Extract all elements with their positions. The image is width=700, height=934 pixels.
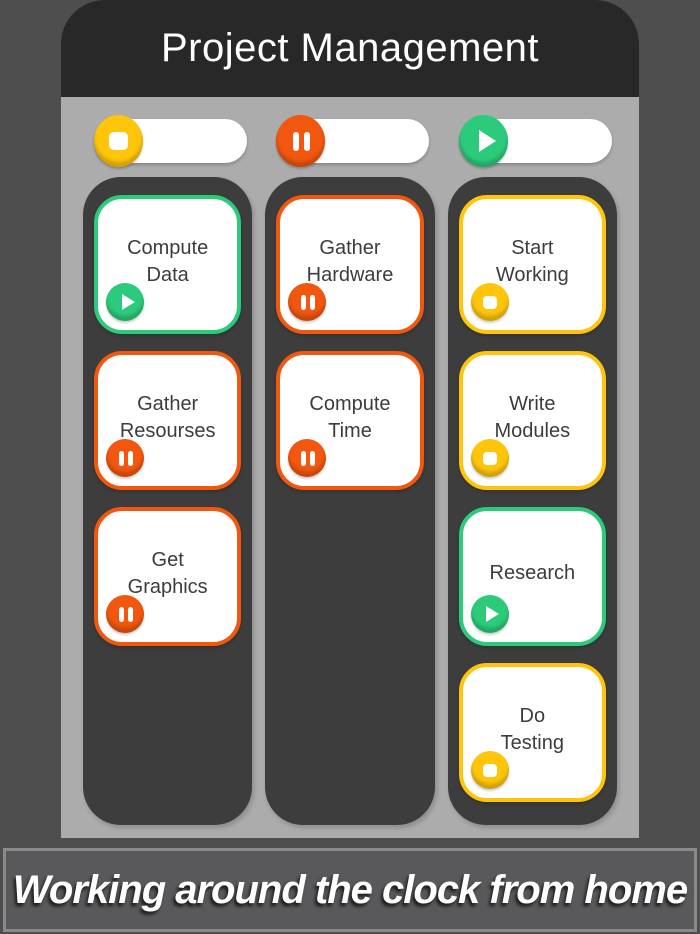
task-card-title: Compute Data: [127, 237, 209, 286]
column-wrap-paused: Gather Hardware Compute Time: [265, 115, 435, 825]
status-dot[interactable]: [470, 751, 509, 789]
task-card[interactable]: Research: [458, 507, 606, 646]
pause-icon: [118, 450, 124, 466]
status-dot[interactable]: [470, 595, 509, 633]
status-dot: [276, 115, 326, 167]
stop-icon: [482, 451, 497, 465]
column-running: Start Working Write Modules: [447, 177, 617, 825]
task-card-title: Gather Hardware: [306, 237, 394, 286]
task-card[interactable]: Compute Time: [276, 351, 424, 490]
bottom-banner: Working around the clock from home: [3, 848, 697, 932]
status-dot[interactable]: [106, 439, 144, 477]
status-dot: [458, 115, 508, 167]
stop-icon: [482, 763, 497, 777]
column-wrap-running: Start Working Write Modules: [447, 115, 617, 825]
task-card-title: Start Working: [495, 237, 569, 286]
status-dot[interactable]: [288, 283, 327, 321]
column-pill-stopped[interactable]: [94, 115, 247, 167]
pause-icon: [300, 294, 306, 310]
status-dot[interactable]: [106, 283, 144, 321]
status-dot: [94, 115, 143, 167]
task-card[interactable]: Get Graphics: [94, 507, 242, 646]
column-paused: Gather Hardware Compute Time: [265, 177, 435, 825]
play-icon: [486, 606, 500, 622]
status-dot[interactable]: [288, 439, 327, 477]
banner-caption: Working around the clock from home: [12, 867, 688, 912]
column-pill-running[interactable]: [458, 115, 612, 167]
column-pill-paused[interactable]: [276, 115, 430, 167]
stop-icon: [482, 295, 497, 309]
column-stopped: Compute Data Gather Resourses: [83, 177, 253, 825]
task-card[interactable]: Start Working: [458, 195, 606, 334]
task-card[interactable]: Do Testing: [458, 663, 606, 802]
status-dot[interactable]: [470, 439, 509, 477]
task-card-title: Compute Time: [309, 393, 391, 442]
status-dot[interactable]: [470, 283, 509, 321]
task-card[interactable]: Gather Hardware: [276, 195, 424, 334]
task-card[interactable]: Gather Resourses: [94, 351, 242, 490]
column-wrap-stopped: Compute Data Gather Resourses: [83, 115, 253, 825]
page-title: Project Management: [160, 26, 540, 70]
status-dot[interactable]: [106, 595, 144, 633]
task-card-title: Do Testing: [500, 705, 564, 754]
play-icon: [121, 294, 135, 310]
app-window: Project Management Compute Data: [61, 0, 639, 838]
kanban-board: Compute Data Gather Resourses: [61, 97, 639, 838]
task-card-title: Write Modules: [494, 393, 571, 442]
task-card[interactable]: Compute Data: [94, 195, 242, 334]
pause-icon: [292, 131, 299, 151]
stop-icon: [109, 132, 128, 150]
task-card-title: Research: [489, 562, 576, 585]
app-header: Project Management: [61, 0, 639, 97]
pause-icon: [300, 450, 306, 466]
pause-icon: [118, 606, 124, 622]
task-card[interactable]: Write Modules: [458, 351, 606, 490]
task-card-title: Get Graphics: [127, 549, 208, 598]
play-icon: [478, 130, 496, 152]
task-card-title: Gather Resourses: [119, 393, 216, 442]
